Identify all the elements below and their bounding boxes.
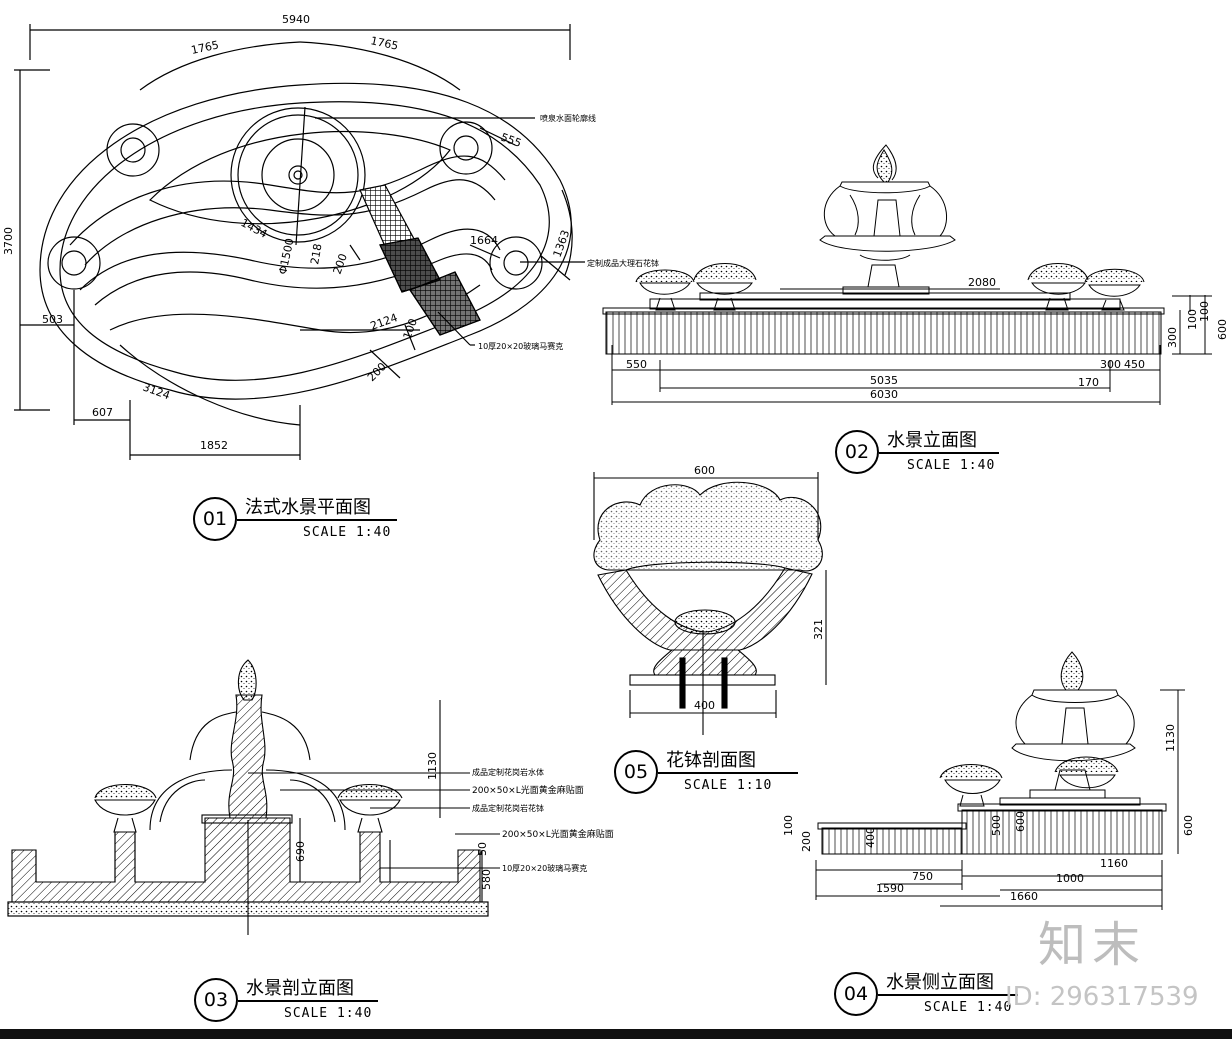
bowl-dim-600: 600 xyxy=(694,464,715,477)
title-scale-01: SCALE 1:40 xyxy=(303,525,392,540)
title-number-05: 05 xyxy=(614,750,658,794)
title-underline-05 xyxy=(658,772,798,774)
plan-view xyxy=(14,24,585,460)
title-name-04: 水景侧立面图 xyxy=(886,972,994,993)
plan-dim-1434: 1434 xyxy=(239,216,270,241)
side-dim-1000: 1000 xyxy=(1056,872,1084,885)
elev-dim-2080: 2080 xyxy=(968,276,996,289)
brand-logo-text: 知末 xyxy=(1038,917,1147,973)
side-view xyxy=(815,651,1185,910)
elev-dim-170: 170 xyxy=(1078,376,1099,389)
plan-dim-5940: 5940 xyxy=(282,13,310,26)
sect-note-5: 10厚20×20玻璃马赛克 xyxy=(502,863,587,873)
plan-dim-3700: 3700 xyxy=(2,227,15,255)
plan-note-planter: 定制成品大理石花钵 xyxy=(587,258,659,268)
sect-dim-1130: 1130 xyxy=(426,752,439,780)
elev-dim-300: 300 xyxy=(1100,358,1121,371)
plan-dim-607: 607 xyxy=(92,406,113,419)
title-number-03: 03 xyxy=(194,978,238,1022)
sect-note-1: 成品定制花岗岩水体 xyxy=(472,767,544,777)
side-dim-1160: 1160 xyxy=(1100,857,1128,870)
plan-dim-555: 555 xyxy=(499,131,523,150)
brand-id-text: ID: 296317539 xyxy=(1005,982,1199,1012)
bowl-dim-321: 321 xyxy=(812,619,825,640)
side-dim-1130: 1130 xyxy=(1164,724,1177,752)
elev-dim-550: 550 xyxy=(626,358,647,371)
sect-note-4: 200×50×L光面黄金麻贴面 xyxy=(502,828,614,840)
title-scale-04: SCALE 1:40 xyxy=(924,1000,1013,1015)
title-scale-03: SCALE 1:40 xyxy=(284,1006,373,1021)
title-scale-02: SCALE 1:40 xyxy=(907,458,996,473)
title-name-03: 水景剖立面图 xyxy=(246,978,354,999)
sect-dim-690: 690 xyxy=(294,841,307,862)
side-labels: 1130 100 200 400 500 600 600 750 1590 11… xyxy=(782,724,1195,903)
side-dim-750: 750 xyxy=(912,870,933,883)
sect-note-3: 成品定制花岗岩花钵 xyxy=(472,803,544,813)
plan-dim-diameter: Φ1500 xyxy=(276,237,296,276)
elevation-view xyxy=(602,144,1212,405)
plan-dim-3124: 3124 xyxy=(141,381,172,403)
side-dim-600a: 600 xyxy=(1014,811,1027,832)
sect-dim-580: 580 xyxy=(480,869,493,890)
elev-bowl-1 xyxy=(635,269,695,311)
title-underline-01 xyxy=(237,519,397,521)
plan-dim-200a: 200 xyxy=(331,252,350,276)
sect-note-2: 200×50×L光面黄金麻贴面 xyxy=(472,784,584,796)
title-name-05: 花钵剖面图 xyxy=(666,750,756,771)
bottom-border-bar xyxy=(0,1029,1232,1039)
side-dim-1660: 1660 xyxy=(1010,890,1038,903)
elev-dim-100a: 100 xyxy=(1186,309,1199,330)
elev-dim-5035: 5035 xyxy=(870,374,898,387)
plan-dim-218: 218 xyxy=(308,243,324,266)
section-view xyxy=(7,659,500,935)
plan-dim-503: 503 xyxy=(42,313,63,326)
title-number-04: 04 xyxy=(834,972,878,1016)
plan-labels: 5940 1765 1765 3700 555 1363 1664 218 20… xyxy=(2,13,659,452)
plan-note-waterline: 喷泉水面轮廓线 xyxy=(540,113,596,123)
side-dim-200: 200 xyxy=(800,831,813,852)
elev-dim-100b: 100 xyxy=(1198,301,1211,322)
title-underline-03 xyxy=(238,1000,378,1002)
elevation-labels: 2080 550 5035 6030 300 450 170 100 100 3… xyxy=(626,276,1229,401)
side-dim-600b: 600 xyxy=(1182,815,1195,836)
title-name-01: 法式水景平面图 xyxy=(245,497,371,518)
side-dim-100: 100 xyxy=(782,815,795,836)
plan-note-mosaic: 10厚20×20玻璃马赛克 xyxy=(478,341,563,351)
title-name-02: 水景立面图 xyxy=(887,430,977,451)
bowl-section-view xyxy=(593,472,827,735)
title-scale-05: SCALE 1:10 xyxy=(684,778,773,793)
section-labels: 1130 690 50 580 成品定制花岗岩水体 200×50×L光面黄金麻贴… xyxy=(294,752,614,890)
side-dim-400: 400 xyxy=(864,827,877,848)
elev-dim-6030: 6030 xyxy=(870,388,898,401)
plan-dim-100: 100 xyxy=(401,317,420,341)
elev-bowl-3 xyxy=(1027,263,1089,311)
side-dim-1590: 1590 xyxy=(876,882,904,895)
plan-dim-1765b: 1765 xyxy=(369,34,399,53)
title-underline-04 xyxy=(878,994,1018,996)
title-number-02: 02 xyxy=(835,430,879,474)
elev-dim-600v: 600 xyxy=(1216,319,1229,340)
bowl-dim-400: 400 xyxy=(694,699,715,712)
side-dim-500: 500 xyxy=(990,815,1003,836)
sect-dim-50: 50 xyxy=(476,842,489,856)
elev-bowl-4 xyxy=(1084,268,1145,311)
bowl-labels: 600 321 400 xyxy=(694,464,825,712)
title-underline-02 xyxy=(879,452,999,454)
plan-dim-1852: 1852 xyxy=(200,439,228,452)
plan-dim-1765a: 1765 xyxy=(190,38,220,57)
plan-dim-1664: 1664 xyxy=(470,234,498,247)
elev-bowl-2 xyxy=(693,263,757,311)
elev-dim-450: 450 xyxy=(1124,358,1145,371)
elev-dim-300v: 300 xyxy=(1166,327,1179,348)
title-number-01: 01 xyxy=(193,497,237,541)
